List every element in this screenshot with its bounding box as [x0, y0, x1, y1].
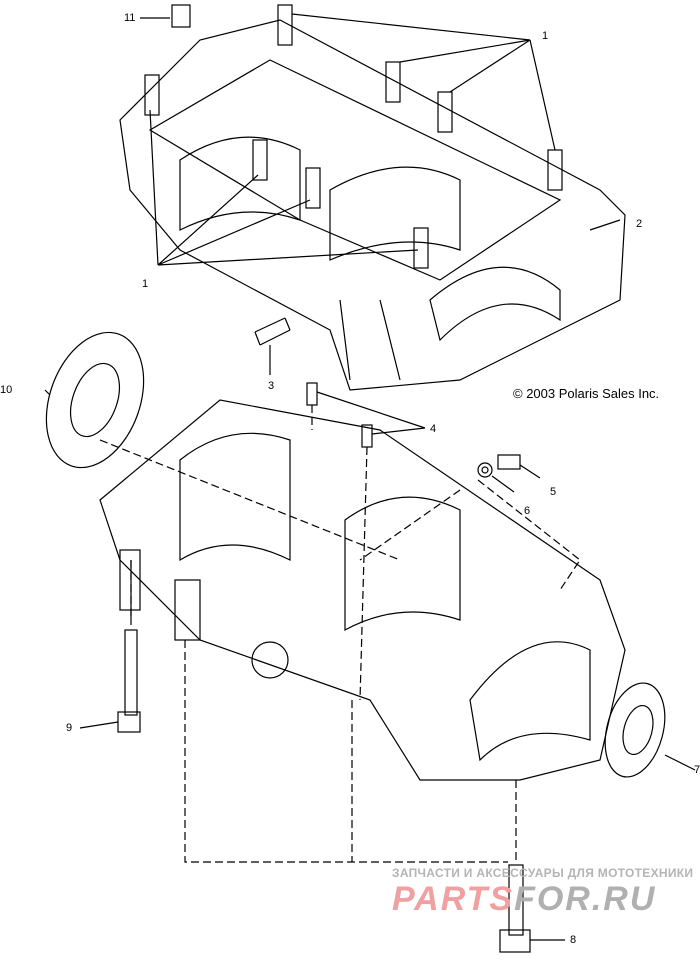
callout-7: 7: [694, 764, 700, 776]
bolt-3: [254, 317, 291, 375]
copyright-notice: © 2003 Polaris Sales Inc.: [513, 386, 660, 401]
studs: [144, 4, 621, 269]
callout-1-bottom: 1: [142, 278, 149, 290]
callout-11: 11: [124, 12, 136, 24]
callout-8: 8: [570, 934, 577, 946]
fitting-11: [140, 4, 191, 28]
callout-4: 4: [430, 423, 437, 435]
bolt-8: [184, 640, 565, 953]
watermark-tagline: ЗАПЧАСТИ И АКСЕССУАРЫ ДЛЯ МОТОТЕХНИКИ: [392, 866, 694, 880]
upper-crankcase: [119, 19, 626, 391]
dowel-pins-4: [306, 382, 426, 701]
callout-3: 3: [268, 380, 275, 392]
seal-10: [44, 331, 401, 561]
callout-9: 9: [66, 722, 73, 734]
watermark-logo-part-a: PARTS: [392, 880, 515, 918]
callout-1-top: 1: [542, 30, 549, 42]
lower-crankcase: [99, 399, 626, 781]
watermark-logo-part-b: FOR.RU: [514, 880, 657, 918]
callout-6: 6: [524, 505, 531, 517]
seal-7: [604, 682, 696, 778]
callout-5: 5: [550, 486, 557, 498]
callout-10: 10: [0, 384, 13, 396]
callout-2: 2: [636, 218, 643, 230]
screw-5-washer-6: [359, 454, 581, 591]
bolt-9: [79, 560, 141, 733]
watermark-logo: PARTSFOR.RU: [392, 880, 656, 919]
